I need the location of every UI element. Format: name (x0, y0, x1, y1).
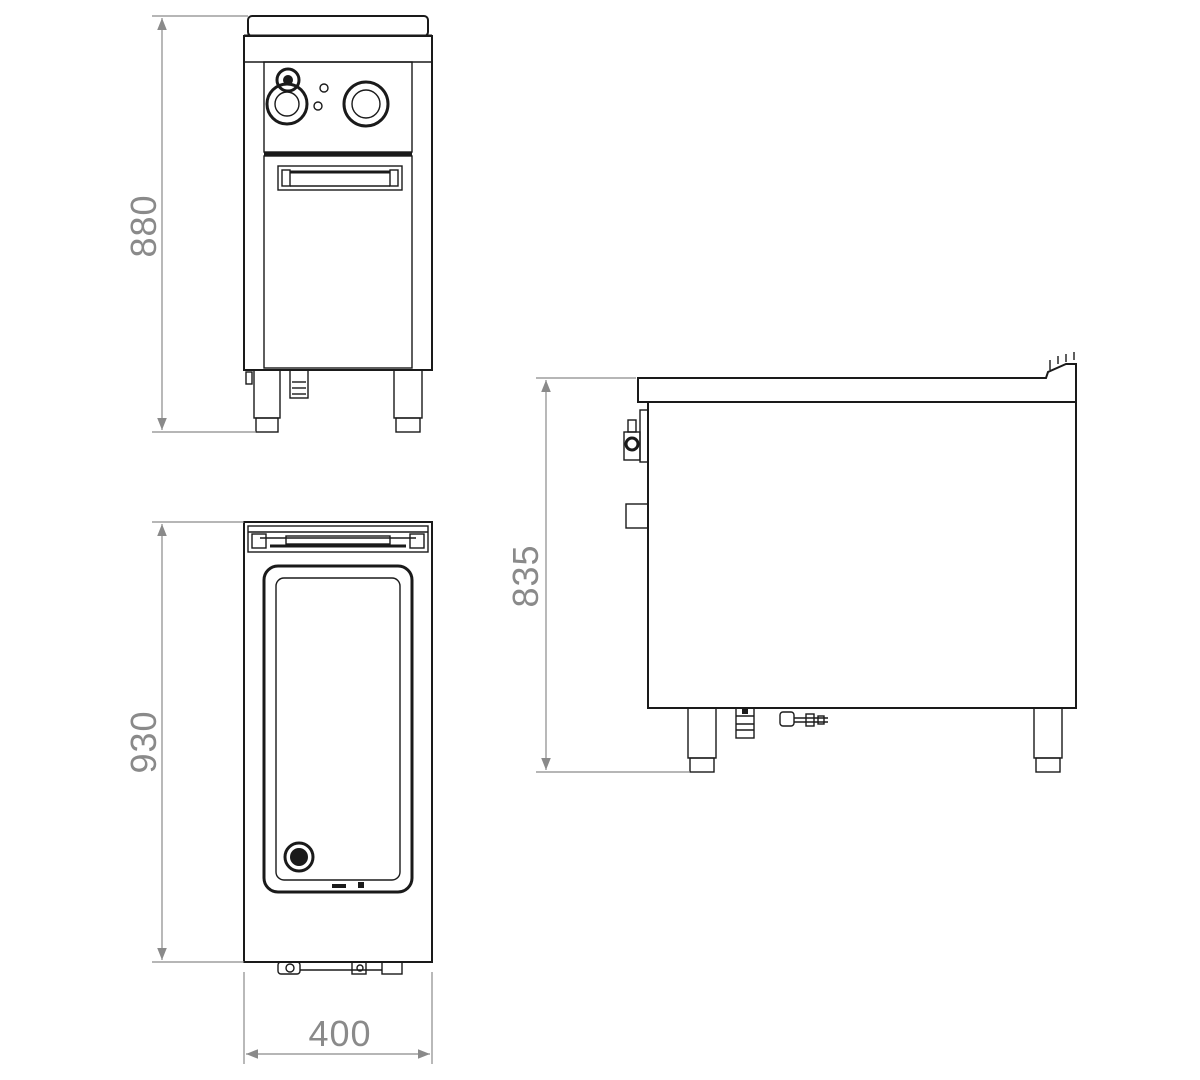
bottom-fittings (277, 961, 403, 975)
side-top-slab (637, 363, 1077, 403)
control-panel (263, 61, 413, 153)
dimension-top-width: 400 (243, 972, 433, 1064)
drain-valve-icon (735, 707, 755, 739)
front-height-label: 880 (123, 194, 164, 257)
side-view (623, 352, 1077, 773)
dimension-top-depth: 930 (123, 521, 244, 963)
side-height-label: 835 (505, 544, 546, 607)
side-knob-icon (623, 409, 649, 463)
indicator-light-icon (319, 83, 329, 93)
top-depth-label: 930 (123, 710, 164, 773)
front-top-plate (247, 15, 429, 37)
left-knob-icon (265, 67, 309, 126)
side-legs (687, 707, 1063, 773)
indicator-light-icon (313, 101, 323, 111)
front-view (243, 15, 433, 433)
drain-icon (283, 841, 315, 873)
right-knob-icon (342, 80, 390, 128)
front-body (243, 35, 433, 371)
fryer-well (262, 564, 414, 894)
dimension-side-height: 835 (505, 377, 690, 773)
top-view (243, 521, 433, 975)
front-legs (245, 369, 423, 433)
top-body (243, 521, 433, 963)
gas-connection-icon (779, 711, 828, 727)
side-panel-fitting (625, 503, 649, 529)
top-width-label: 400 (308, 1013, 371, 1054)
front-door (263, 155, 413, 369)
side-body (647, 401, 1077, 709)
door-handle (277, 165, 403, 191)
dimension-front-height: 880 (123, 15, 256, 433)
